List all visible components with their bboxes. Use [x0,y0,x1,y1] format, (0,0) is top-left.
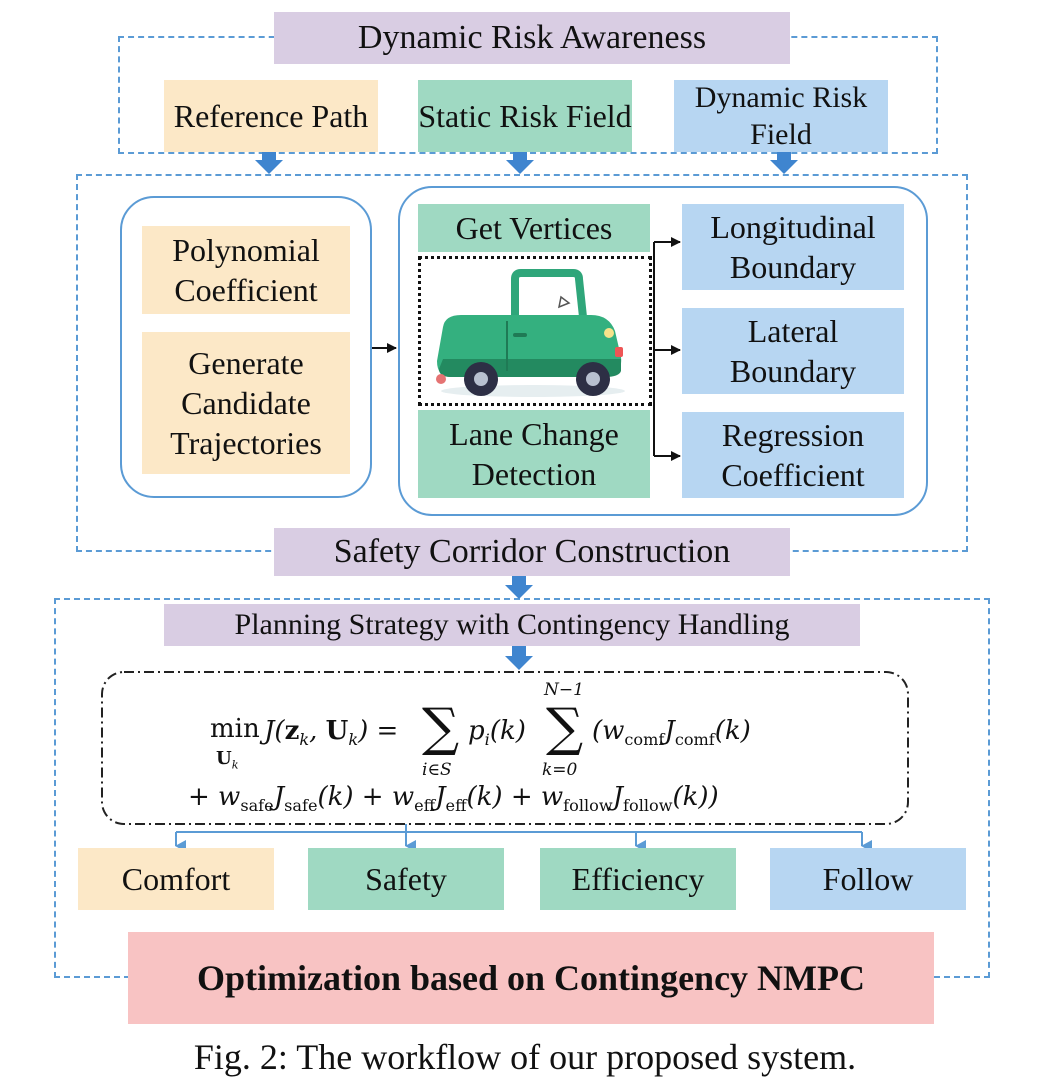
longitudinal-boundary-box: Longitudinal Boundary [682,204,904,290]
comfort-box: Comfort [78,848,274,910]
regression-coefficient-box: Regression Coefficient [682,412,904,498]
get-vertices-box: Get Vertices [418,204,650,252]
figure-caption: Fig. 2: The workflow of our proposed sys… [193,1037,857,1077]
down-arrows [255,150,798,670]
vehicle-illustration [418,256,652,406]
reference-path-box: Reference Path [164,80,378,152]
safety-corridor-title: Safety Corridor Construction [274,528,790,576]
cost-function-formula: min Uk J(zk, Uk) = ∑ i∈S pi(k) ∑ N−1 k=0… [188,680,751,816]
car-icon [436,269,625,397]
lane-change-detection-box: Lane Change Detection [418,410,650,498]
contingency-nmpc-box: Optimization based on Contingency NMPC [128,932,934,1024]
efficiency-box: Efficiency [540,848,736,910]
candidate-trajectories-box: Generate Candidate Trajectories [142,332,350,474]
dynamic-risk-field-box: Dynamic Risk Field [674,80,888,152]
static-risk-field-box: Static Risk Field [418,80,632,152]
lateral-boundary-box: Lateral Boundary [682,308,904,394]
safety-box: Safety [308,848,504,910]
risk-awareness-title: Dynamic Risk Awareness [274,12,790,64]
polynomial-coefficient-box: Polynomial Coefficient [142,226,350,314]
follow-box: Follow [770,848,966,910]
planning-strategy-title: Planning Strategy with Contingency Handl… [164,604,860,646]
